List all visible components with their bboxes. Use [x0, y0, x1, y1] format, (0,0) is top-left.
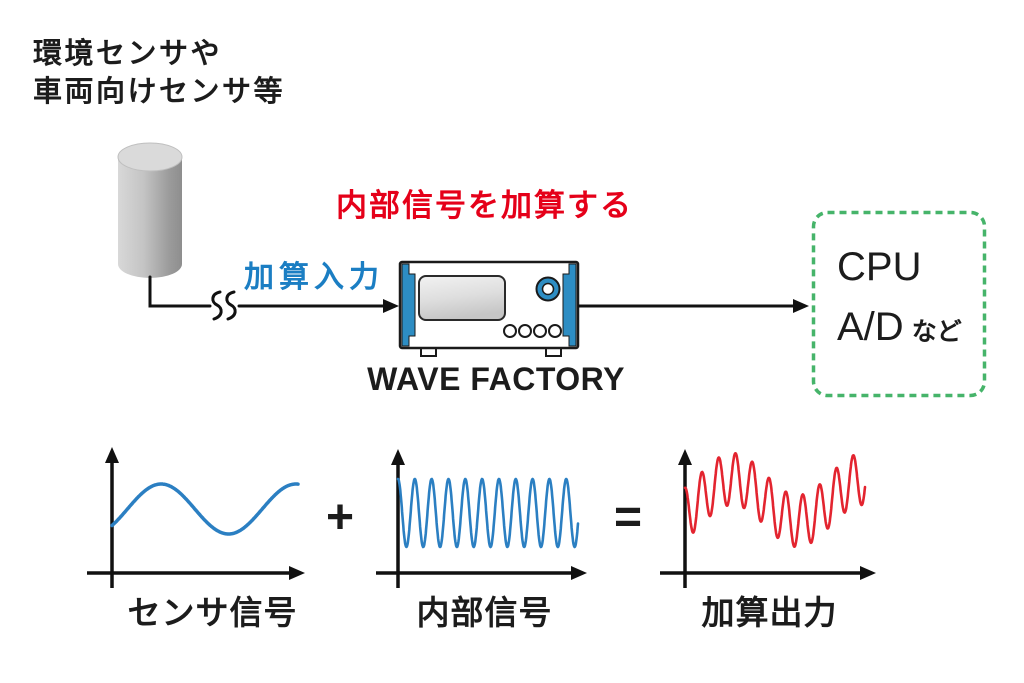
device-right-bracket	[562, 263, 577, 347]
added-output-graph	[660, 449, 876, 588]
device-buttons	[503, 324, 562, 338]
sensor-source-note: 環境センサや 車両向けセンサ等	[33, 35, 285, 111]
internal-signal-label: 内部信号	[416, 594, 553, 631]
sensor-signal-label: センサ信号	[127, 594, 298, 631]
sensor-source-line1: 環境センサや	[33, 38, 223, 70]
add-internal-signal-note: 内部信号を加算する	[336, 188, 633, 223]
add-input-label: 加算入力	[244, 261, 384, 294]
cable-break-icon	[225, 290, 237, 321]
cable-break-icon	[211, 290, 223, 321]
internal-wave	[396, 477, 580, 549]
wave-factory-device-icon	[398, 260, 580, 357]
sensor-cable	[148, 275, 399, 321]
cpu-label: CPU	[837, 245, 922, 289]
sensor-cylinder-icon	[117, 142, 183, 278]
ad-suffix: など	[911, 318, 962, 346]
device-name-label: WAVE FACTORY	[367, 361, 625, 397]
internal-signal-graph	[376, 449, 587, 588]
added-output-label: 加算出力	[701, 594, 838, 631]
device-screen	[418, 275, 506, 321]
device-left-bracket	[401, 263, 416, 347]
output-wave	[683, 452, 867, 548]
cpu-box-border	[811, 210, 987, 398]
sensor-source-line2: 車両向けセンサ等	[33, 76, 286, 108]
plus-operator: +	[325, 491, 355, 544]
equals-operator: =	[613, 491, 643, 544]
sensor-signal-graph	[87, 447, 305, 588]
sensor-wave	[110, 482, 300, 536]
